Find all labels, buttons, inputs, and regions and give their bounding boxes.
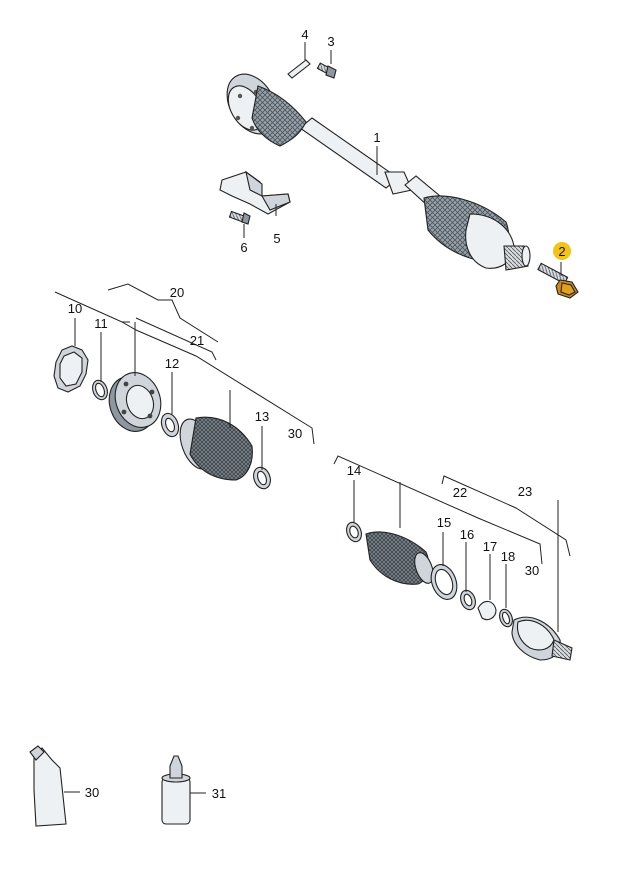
leader-lines bbox=[54, 42, 571, 794]
label-3: 3 bbox=[327, 34, 334, 49]
label-30-grease: 30 bbox=[85, 785, 99, 800]
part-6-bolt bbox=[228, 210, 251, 225]
part-4-clip bbox=[287, 59, 311, 79]
part-labels: 1 2 3 4 5 6 10 11 12 13 14 15 16 17 18 2… bbox=[68, 27, 571, 801]
label-30-inner-kit: 30 bbox=[288, 426, 302, 441]
drive-shaft-assembly bbox=[226, 73, 531, 271]
part-30-grease-tube bbox=[29, 745, 67, 827]
label-15: 15 bbox=[437, 515, 451, 530]
part-16-ring bbox=[460, 589, 476, 611]
label-2-highlight bbox=[553, 242, 571, 260]
part-13-clamp bbox=[253, 466, 271, 490]
part-18-circlip bbox=[499, 608, 513, 628]
label-31: 31 bbox=[212, 786, 226, 801]
label-16: 16 bbox=[460, 527, 474, 542]
label-2: 2 bbox=[558, 244, 565, 259]
label-23: 23 bbox=[518, 484, 532, 499]
shaft-tube bbox=[299, 117, 399, 189]
part-31-sealant-bottle bbox=[161, 755, 191, 825]
part-2-axle-bolt[interactable] bbox=[537, 262, 579, 299]
stub-end bbox=[521, 245, 531, 267]
label-22: 22 bbox=[453, 485, 467, 500]
part-15-clamp bbox=[430, 564, 458, 600]
label-18: 18 bbox=[501, 549, 515, 564]
label-12: 12 bbox=[165, 356, 179, 371]
label-1: 1 bbox=[373, 130, 380, 145]
part-14-clamp bbox=[346, 521, 362, 543]
inner-joint-flange bbox=[108, 372, 162, 432]
label-20: 20 bbox=[170, 285, 184, 300]
part-17-dish-spring bbox=[477, 600, 497, 621]
inner-boot-kit bbox=[179, 416, 253, 481]
label-10: 10 bbox=[68, 301, 82, 316]
label-21: 21 bbox=[190, 333, 204, 348]
outer-cv-joint bbox=[511, 616, 573, 661]
part-11-circlip bbox=[92, 379, 108, 401]
part-12-ring bbox=[160, 412, 180, 438]
outer-boot-kit bbox=[365, 531, 434, 585]
inner-boot bbox=[251, 85, 307, 147]
label-11: 11 bbox=[94, 316, 108, 331]
part-10-gasket bbox=[53, 345, 89, 393]
part-5-heat-shield bbox=[219, 170, 291, 215]
label-30-outer-kit: 30 bbox=[525, 563, 539, 578]
label-6: 6 bbox=[240, 240, 247, 255]
label-13: 13 bbox=[255, 409, 269, 424]
label-4: 4 bbox=[301, 27, 308, 42]
label-5: 5 bbox=[273, 231, 280, 246]
label-17: 17 bbox=[483, 539, 497, 554]
part-3-bolt bbox=[316, 62, 337, 79]
label-14: 14 bbox=[347, 463, 361, 478]
